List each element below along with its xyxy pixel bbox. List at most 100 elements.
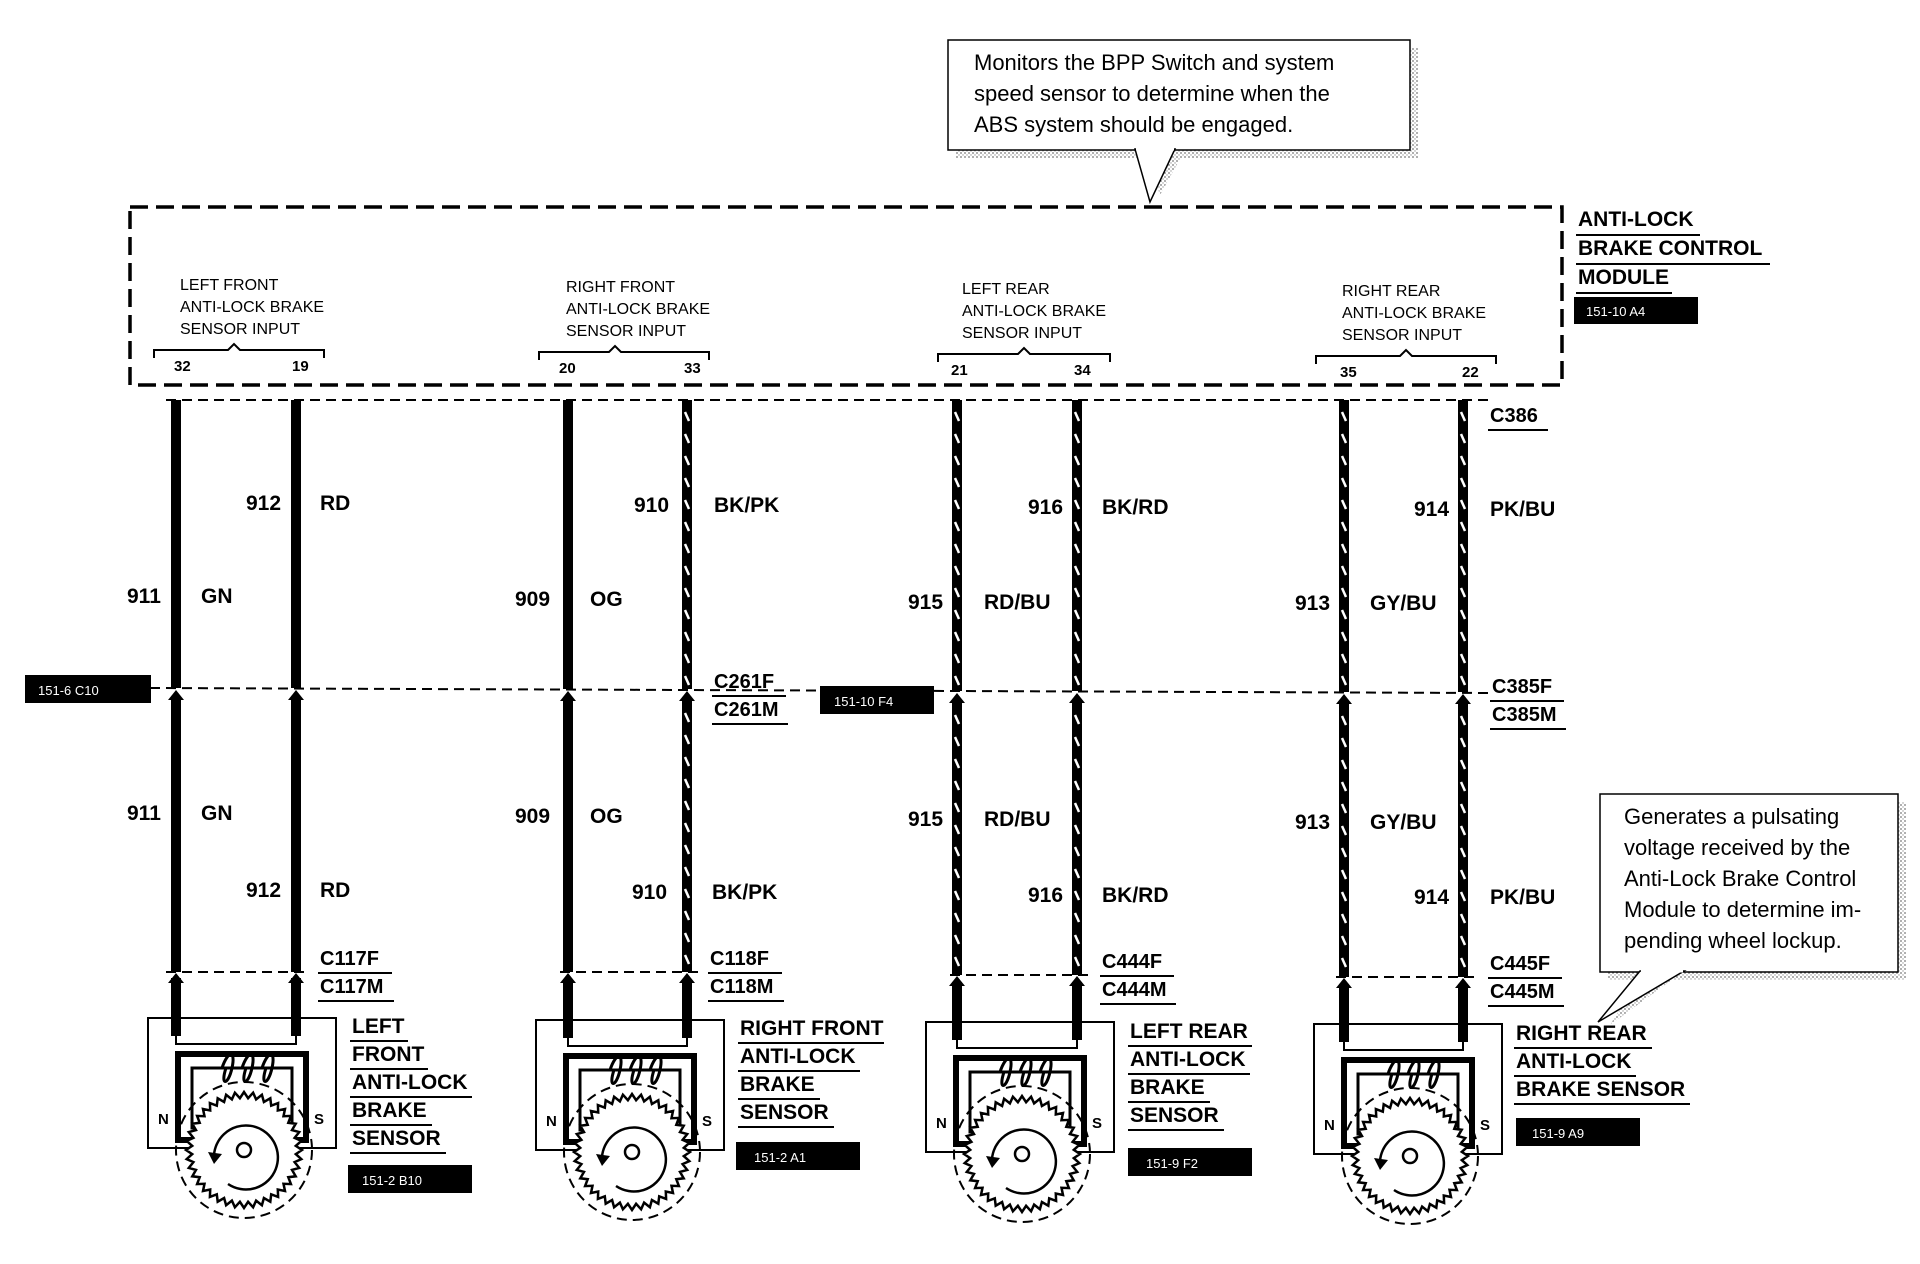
connector-c444f: C444F — [1102, 951, 1162, 973]
wire-tracer-stripe — [953, 890, 961, 901]
wire-tracer-stripe — [1073, 477, 1081, 488]
wire-tracer-stripe — [953, 565, 961, 576]
wire-tracer-stripe — [1340, 715, 1348, 726]
circuit-913-lower: 913 — [1295, 811, 1330, 834]
connector-c386: C386 — [1490, 405, 1538, 427]
wire-tracer-stripe — [683, 910, 691, 921]
wire-tracer-stripe — [1073, 455, 1081, 466]
group-label-lf-1: LEFT FRONT — [180, 277, 279, 294]
circuit-labels: 912 RD 911 GN 911 GN 912 RD 910 BK/PK 90… — [127, 492, 1555, 909]
tone-ring-hub — [623, 1143, 641, 1161]
circuit-914-lower: 914 — [1414, 886, 1449, 909]
circuit-909-upper: 909 — [515, 588, 550, 611]
color-pkbu-lower: PK/BU — [1490, 886, 1555, 909]
wire-tracer-stripe — [1340, 935, 1348, 946]
circuit-912-lower: 912 — [246, 879, 281, 902]
connector-c261m: C261M — [714, 699, 778, 721]
sensor-callout: Generates a pulsating voltage received b… — [1597, 793, 1906, 1025]
wire-tracer-stripe — [1340, 499, 1348, 510]
wire-tracer-stripe — [953, 455, 961, 466]
wire-tracer-stripe — [683, 565, 691, 576]
color-bkpk-lower: BK/PK — [712, 881, 777, 904]
wire-tracer-stripe — [953, 714, 961, 725]
group-label-lr-1: LEFT REAR — [962, 281, 1050, 298]
wire-914-lower — [1458, 704, 1468, 977]
wire-tracer-stripe — [1073, 609, 1081, 620]
wire-tracer-stripe — [1459, 631, 1467, 642]
wire-tracer-stripe — [1340, 543, 1348, 554]
pin-numbers: 32 19 20 33 21 34 35 22 — [174, 358, 1479, 381]
wire-909-lower — [563, 701, 573, 972]
pin-33: 33 — [684, 360, 701, 377]
wire-tracer-stripe — [953, 824, 961, 835]
wire-tracer-stripe — [1073, 736, 1081, 747]
sensor-coil — [628, 1055, 643, 1085]
rf-sensor-title-1: RIGHT FRONT — [740, 1017, 884, 1040]
wire-tracer-stripe — [1073, 824, 1081, 835]
tone-ring-hub — [1013, 1145, 1031, 1163]
pin-brackets — [153, 342, 1497, 364]
abs-module-box — [128, 205, 1564, 387]
tone-ring-hub — [1401, 1147, 1419, 1165]
wire-tracer-stripe — [683, 778, 691, 789]
wire-tracer-stripe — [683, 800, 691, 811]
circuit-909-lower: 909 — [515, 805, 550, 828]
south-pole-label: S — [1480, 1117, 1490, 1134]
module-title-line-1: ANTI-LOCK — [1578, 208, 1693, 231]
lr-sensor-page-ref: 151-9 F2 — [1146, 1156, 1198, 1171]
south-pole-label: S — [314, 1111, 324, 1128]
sensor-coil — [240, 1053, 255, 1083]
wire-tracer-stripe — [953, 956, 961, 967]
callout-bottom-line-3: Anti-Lock Brake Control — [1624, 866, 1856, 891]
wire-tracer-stripe — [683, 631, 691, 642]
wire-tracer-stripe — [1340, 913, 1348, 924]
connector-c385m: C385M — [1492, 704, 1556, 726]
connector-arrows — [168, 690, 1471, 988]
color-og-upper: OG — [590, 588, 623, 611]
wire-tracer-stripe — [1459, 587, 1467, 598]
rr-sensor-title-2: ANTI-LOCK — [1516, 1050, 1631, 1073]
wire-tracer-stripe — [1340, 803, 1348, 814]
sensor-coil — [648, 1055, 663, 1085]
module-title-line-2: BRAKE CONTROL — [1578, 237, 1762, 260]
wire-tracer-stripe — [1459, 411, 1467, 422]
wire-tracer-stripe — [1073, 868, 1081, 879]
pin-20: 20 — [559, 360, 576, 377]
tone-ring-outline — [1341, 1087, 1479, 1225]
wire-tracer-stripe — [683, 932, 691, 943]
group-label-rf-2: ANTI-LOCK BRAKE — [566, 301, 710, 318]
group-label-rr-3: SENSOR INPUT — [1342, 327, 1462, 344]
wire-tracer-stripe — [683, 888, 691, 899]
wire-tracer-stripe — [953, 631, 961, 642]
rotation-arrowhead-icon — [596, 1154, 610, 1166]
rf-sensor-page-ref: 151-2 A1 — [754, 1150, 806, 1165]
wire-tracer-stripe — [953, 802, 961, 813]
color-og-lower: OG — [590, 805, 623, 828]
wire-tracer-stripe — [1073, 653, 1081, 664]
color-gn-upper: GN — [201, 585, 233, 608]
rotation-arrowhead-icon — [1374, 1158, 1388, 1170]
wire-tracer-stripe — [1073, 499, 1081, 510]
north-pole-label: N — [936, 1115, 947, 1132]
lr-sensor-title-1: LEFT REAR — [1130, 1020, 1248, 1043]
wire-tracer-stripe — [683, 756, 691, 767]
wire-tracer-stripe — [1073, 912, 1081, 923]
sensor-internal-lead — [567, 1038, 632, 1047]
color-bkrd-lower: BK/RD — [1102, 884, 1169, 907]
north-pole-label: N — [158, 1111, 169, 1128]
south-pole-label: S — [1092, 1115, 1102, 1132]
sensor-internal-lead — [956, 1040, 1022, 1049]
wire-tracer-stripe — [683, 411, 691, 422]
module-title-line-3: MODULE — [1578, 266, 1669, 289]
lf-sensor-title-3: ANTI-LOCK — [352, 1071, 467, 1094]
circuit-912-upper: 912 — [246, 492, 281, 515]
module-page-ref: 151-10 A4 — [1586, 304, 1645, 319]
wire-tracer-stripe — [953, 780, 961, 791]
group-label-rf-1: RIGHT FRONT — [566, 279, 675, 296]
wire-tracer-stripe — [1459, 653, 1467, 664]
wire-tracer-stripe — [1459, 957, 1467, 968]
wire-911-upper — [171, 400, 181, 688]
wire-tracer-stripe — [953, 653, 961, 664]
wire-911-lower — [171, 700, 181, 972]
